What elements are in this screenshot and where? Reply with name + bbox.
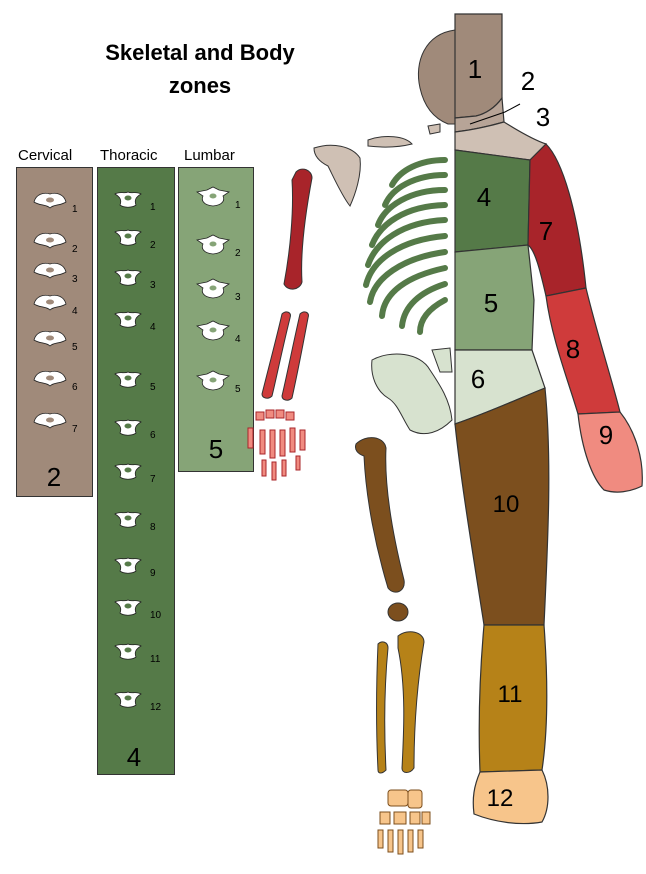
clavicle-small-bone xyxy=(428,124,440,134)
thoracic-vertebra: 3 xyxy=(115,270,156,291)
lumbar-vertebra: 1 xyxy=(197,187,241,211)
body-zone-label-9: 9 xyxy=(599,420,613,450)
thoracic-vertebra-number: 9 xyxy=(150,568,156,579)
thoracic-zone-number: 4 xyxy=(127,742,141,772)
lumbar-vertebra-number: 3 xyxy=(235,292,241,303)
fibula-bone xyxy=(377,642,389,773)
thoracic-vertebra-number: 4 xyxy=(150,322,156,333)
thoracic-vertebra: 9 xyxy=(115,558,156,579)
body-zone-label-8: 8 xyxy=(566,334,580,364)
lumbar-vertebra: 3 xyxy=(197,279,241,303)
lumbar-vertebra: 2 xyxy=(197,235,241,259)
ribcage xyxy=(366,160,445,332)
body-zone-7 xyxy=(528,144,586,296)
thoracic-vertebra: 4 xyxy=(115,312,156,333)
thoracic-vertebra-number: 8 xyxy=(150,522,156,533)
skull-bone xyxy=(418,30,455,124)
body-zone-label-7: 7 xyxy=(539,216,553,246)
cervical-vertebra-number: 3 xyxy=(72,274,78,285)
cervical-vertebra: 7 xyxy=(34,413,78,435)
thoracic-vertebra: 11 xyxy=(115,644,161,665)
cervical-vertebra: 4 xyxy=(34,295,78,317)
body-zone-label-6: 6 xyxy=(471,364,485,394)
cervical-vertebra-number: 6 xyxy=(72,382,78,393)
thoracic-vertebra: 12 xyxy=(115,692,162,713)
cervical-vertebra: 2 xyxy=(34,233,78,255)
thoracic-vertebra: 2 xyxy=(115,230,156,251)
hand-bones xyxy=(248,410,305,480)
lumbar-vertebra-number: 2 xyxy=(235,248,241,259)
cervical-vertebra: 5 xyxy=(34,331,78,353)
thoracic-vertebra-number: 7 xyxy=(150,474,156,485)
sacrum-bone xyxy=(432,348,452,372)
lumbar-vertebra-number: 5 xyxy=(235,384,241,395)
thoracic-vertebra: 8 xyxy=(115,512,156,533)
lumbar-vertebra: 4 xyxy=(197,321,241,345)
thoracic-vertebra-number: 1 xyxy=(150,202,156,213)
cervical-vertebra-number: 5 xyxy=(72,342,78,353)
body-zone-label-2: 2 xyxy=(521,66,535,96)
foot-bones xyxy=(378,790,430,854)
thoracic-vertebra: 6 xyxy=(115,420,156,441)
thoracic-vertebra: 10 xyxy=(115,600,162,621)
cervical-vertebra-number: 4 xyxy=(72,306,78,317)
cervical-vertebra: 1 xyxy=(34,193,78,215)
body-zone-label-3: 3 xyxy=(536,102,550,132)
thoracic-vertebra-number: 3 xyxy=(150,280,156,291)
thoracic-vertebra: 5 xyxy=(115,372,156,393)
thoracic-vertebra-number: 2 xyxy=(150,240,156,251)
cervical-vertebra: 6 xyxy=(34,371,78,393)
lumbar-vertebra-number: 1 xyxy=(235,200,241,211)
lumbar-vertebra-number: 4 xyxy=(235,334,241,345)
thoracic-vertebra-number: 10 xyxy=(150,610,162,621)
thoracic-vertebra-number: 11 xyxy=(150,654,161,665)
body-zone-4 xyxy=(455,150,530,252)
tibia-bone xyxy=(398,632,424,773)
body-zone-8 xyxy=(546,288,620,414)
thoracic-vertebra: 7 xyxy=(115,464,156,485)
clavicle-bone xyxy=(368,137,412,148)
femur-bone xyxy=(355,438,404,593)
body-zone-label-12: 12 xyxy=(487,785,514,812)
humerus-bone xyxy=(284,169,312,289)
cervical-vertebra-number: 1 xyxy=(72,204,78,215)
body-zone-label-11: 11 xyxy=(498,681,523,708)
cervical-vertebra: 3 xyxy=(34,263,78,285)
thoracic-vertebra-number: 6 xyxy=(150,430,156,441)
cervical-vertebra-number: 2 xyxy=(72,244,78,255)
thoracic-vertebra-number: 12 xyxy=(150,702,162,713)
cervical-zone-number: 2 xyxy=(47,462,61,492)
body-zone-label-1: 1 xyxy=(468,54,482,84)
thoracic-vertebra-number: 5 xyxy=(150,382,156,393)
thoracic-vertebra: 1 xyxy=(115,192,156,213)
scapula-bone xyxy=(314,145,360,206)
patella-bone xyxy=(388,603,408,621)
body-zone-label-10: 10 xyxy=(493,491,520,518)
body-zone-label-4: 4 xyxy=(477,182,491,212)
lumbar-zone-number: 5 xyxy=(209,434,223,464)
body-zone-label-5: 5 xyxy=(484,288,498,318)
lumbar-vertebra: 5 xyxy=(197,371,241,395)
cervical-vertebra-number: 7 xyxy=(72,424,78,435)
